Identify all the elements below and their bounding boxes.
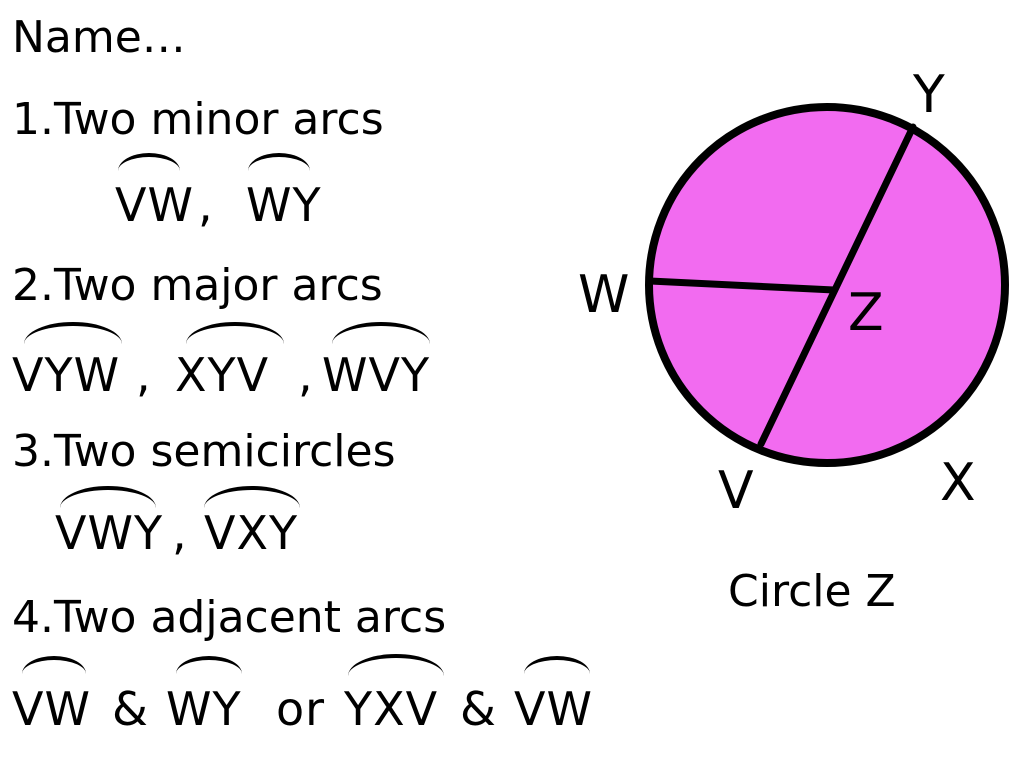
point-label-x: X [940, 453, 976, 513]
comma: , [198, 178, 213, 232]
arc-mark [118, 153, 180, 171]
arc-mark [186, 322, 284, 344]
point-label-v: V [718, 461, 754, 521]
answer-arc: WY [246, 178, 322, 232]
answer-arc: VW [514, 682, 593, 736]
answer-arc: VW [12, 682, 91, 736]
arc-mark [332, 322, 430, 344]
point-label-w: W [578, 265, 629, 325]
comma: , [298, 348, 313, 402]
name-heading: Name… [12, 12, 186, 63]
comma: , [172, 506, 187, 560]
arc-mark [248, 153, 310, 171]
answer-arc: VWY [55, 506, 164, 560]
joiner: or [276, 682, 326, 736]
point-label-y: Y [912, 65, 945, 125]
question-2-label: 2.Two major arcs [12, 260, 383, 311]
arc-mark [22, 656, 86, 674]
circle-z-diagram: Y W Z V X [578, 65, 1009, 521]
joiner: & [112, 682, 149, 736]
answer-arc: VXY [204, 506, 299, 560]
arc-mark [176, 656, 242, 674]
diagram-caption: Circle Z [728, 566, 896, 617]
arc-mark [24, 322, 122, 344]
answer-arc: WVY [322, 348, 431, 402]
question-4-label: 4.Two adjacent arcs [12, 592, 447, 643]
arc-mark [204, 486, 300, 508]
question-1-label: 1.Two minor arcs [12, 94, 384, 145]
joiner: & [460, 682, 497, 736]
answer-arc: XYV [175, 348, 270, 402]
diameter-line [757, 123, 917, 448]
question-3-label: 3.Two semicircles [12, 426, 396, 477]
arc-mark [348, 654, 444, 676]
answer-arc: VYW [12, 348, 121, 402]
answer-arc: VW [115, 178, 194, 232]
answer-arc: WY [166, 682, 242, 736]
circle-shape [645, 103, 1009, 467]
answer-arc: YXV [344, 682, 439, 736]
radius-line [646, 277, 838, 294]
point-label-z: Z [848, 283, 884, 343]
comma: , [136, 348, 151, 402]
arc-mark [524, 656, 590, 674]
arc-mark [60, 486, 156, 508]
